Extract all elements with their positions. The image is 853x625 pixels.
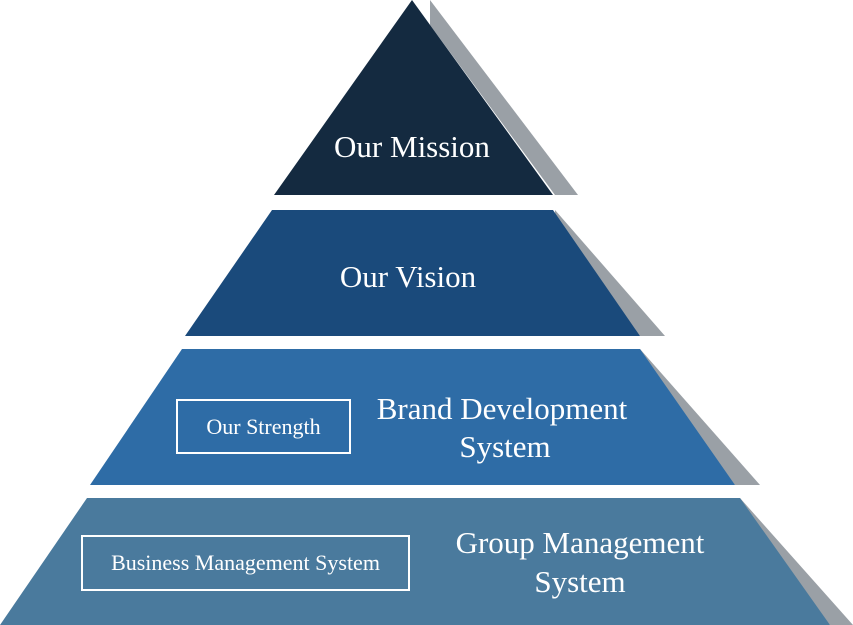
- tier-3-shape: [90, 349, 735, 485]
- tier-1-shadow: [430, 0, 578, 195]
- tier-2-shadow: [555, 210, 665, 336]
- tier-3-shadow: [640, 349, 760, 485]
- tier-3-box-label: Our Strength: [206, 413, 321, 439]
- tier-3-title-line-2: System: [459, 429, 551, 464]
- tier-4-box-label: Business Management System: [111, 550, 380, 575]
- tier-2-title: Our Vision: [339, 259, 477, 294]
- tier-4-title-line-1: Group Management: [455, 525, 705, 560]
- tier-4-shape: [0, 498, 830, 625]
- tier-1-shape: [274, 0, 553, 195]
- tier-1-title: Our Mission: [334, 129, 490, 164]
- tier-4-box: Business Management System: [81, 535, 410, 591]
- tier-4-title-line-2: System: [534, 564, 626, 599]
- tier-2-shape: [185, 210, 640, 336]
- tier-3-box: Our Strength: [176, 399, 351, 454]
- tier-3-title-line-1: Brand Development: [376, 391, 628, 426]
- tier-4-shadow: [740, 498, 853, 625]
